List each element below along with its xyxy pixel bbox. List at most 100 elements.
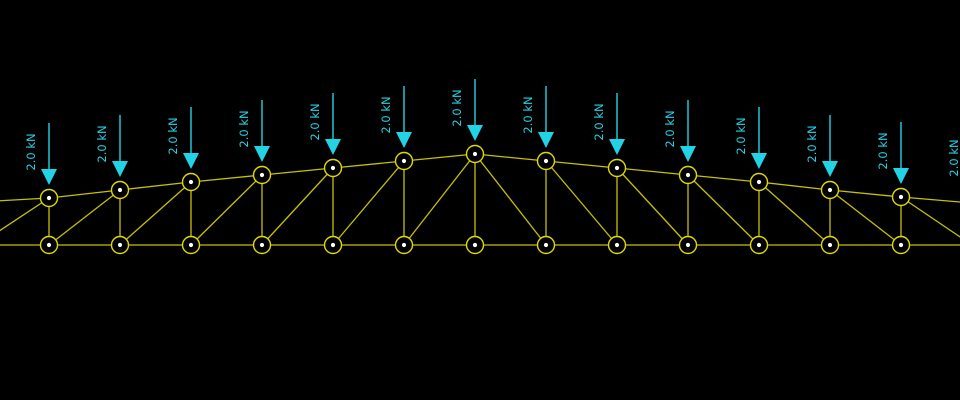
- top-chord-member[interactable]: [616, 167, 689, 176]
- node-center-dot: [259, 242, 265, 248]
- top-chord-node[interactable]: [110, 180, 130, 200]
- top-chord-member[interactable]: [261, 167, 334, 176]
- top-chord-member[interactable]: [758, 181, 831, 191]
- diagonal-member[interactable]: [48, 189, 121, 246]
- node-center-dot: [756, 179, 762, 185]
- node-center-dot: [756, 242, 762, 248]
- bottom-chord-node[interactable]: [181, 235, 201, 255]
- bottom-chord-node[interactable]: [820, 235, 840, 255]
- diagonal-member[interactable]: [900, 196, 960, 245]
- load-label: 2.0 kN: [663, 110, 677, 147]
- diagonal-member[interactable]: [829, 189, 902, 246]
- node-center-dot: [472, 242, 478, 248]
- load-arrow-head: [609, 139, 625, 155]
- diagonal-member[interactable]: [0, 197, 50, 245]
- top-chord-node[interactable]: [891, 187, 911, 207]
- diagonal-member[interactable]: [332, 160, 405, 246]
- point-load[interactable]: 2.0 kN: [734, 107, 767, 169]
- node-center-dot: [543, 158, 549, 164]
- diagonal-member[interactable]: [687, 174, 760, 246]
- load-label: 2.0 kN: [450, 89, 464, 126]
- top-chord-node[interactable]: [607, 158, 627, 178]
- load-arrow-head: [893, 168, 909, 184]
- top-chord-member[interactable]: [190, 174, 263, 183]
- diagonal-member[interactable]: [545, 160, 618, 246]
- top-chord-node[interactable]: [323, 158, 343, 178]
- load-label: 2.0 kN: [237, 110, 251, 147]
- node-center-dot: [827, 242, 833, 248]
- bottom-chord-node[interactable]: [891, 235, 911, 255]
- bottom-chord-node[interactable]: [678, 235, 698, 255]
- bottom-chord-node[interactable]: [110, 235, 130, 255]
- point-load[interactable]: 2.0 kN: [24, 123, 57, 185]
- node-center-dot: [685, 172, 691, 178]
- top-chord-node[interactable]: [465, 144, 485, 164]
- diagonal-member[interactable]: [261, 167, 334, 246]
- diagonal-member[interactable]: [758, 181, 831, 246]
- node-center-dot: [188, 179, 194, 185]
- point-load[interactable]: 2.0 kN: [95, 115, 128, 177]
- top-chord-node[interactable]: [181, 172, 201, 192]
- top-chord-member[interactable]: [48, 189, 121, 199]
- top-chord-member[interactable]: [900, 196, 960, 203]
- top-chord-member[interactable]: [829, 189, 902, 198]
- load-label: 2.0 kN: [24, 133, 38, 170]
- diagonal-member[interactable]: [190, 174, 263, 246]
- load-label: 2.0 kN: [592, 103, 606, 140]
- diagonal-member[interactable]: [119, 181, 192, 246]
- top-chord-node[interactable]: [394, 151, 414, 171]
- point-load[interactable]: 2.0 kN: [521, 86, 554, 148]
- point-load[interactable]: 2.0 kN: [592, 93, 625, 155]
- diagonal-member[interactable]: [616, 167, 689, 246]
- load-arrow-head: [183, 153, 199, 169]
- top-chord-member[interactable]: [403, 153, 476, 162]
- diagonal-member[interactable]: [474, 153, 547, 246]
- point-load[interactable]: 2.0 kN: [805, 115, 838, 177]
- top-chord-node[interactable]: [820, 180, 840, 200]
- truss-members: [0, 153, 960, 246]
- bottom-chord-node[interactable]: [39, 235, 59, 255]
- bottom-chord-node[interactable]: [323, 235, 343, 255]
- load-label: 2.0 kN: [521, 96, 535, 133]
- top-chord-member[interactable]: [0, 197, 50, 202]
- top-chord-node[interactable]: [39, 188, 59, 208]
- bottom-chord-node[interactable]: [252, 235, 272, 255]
- node-center-dot: [117, 187, 123, 193]
- top-chord-member[interactable]: [687, 174, 760, 183]
- node-center-dot: [401, 158, 407, 164]
- top-chord-node[interactable]: [536, 151, 556, 171]
- node-center-dot: [188, 242, 194, 248]
- top-chord-node[interactable]: [749, 172, 769, 192]
- node-center-dot: [46, 242, 52, 248]
- point-load[interactable]: 2.0 kN: [379, 86, 412, 148]
- point-load[interactable]: 2.0 kN: [876, 122, 909, 184]
- top-chord-member[interactable]: [474, 153, 547, 162]
- top-chord-member[interactable]: [119, 181, 192, 191]
- point-load[interactable]: 2.0 kN: [166, 107, 199, 169]
- bottom-chord-node[interactable]: [607, 235, 627, 255]
- point-load[interactable]: 2.0 kN: [237, 100, 270, 162]
- bottom-chord-node[interactable]: [536, 235, 556, 255]
- point-load[interactable]: 2.0 kN: [947, 129, 960, 191]
- node-center-dot: [614, 165, 620, 171]
- top-chord-member[interactable]: [332, 160, 405, 169]
- node-center-dot: [330, 165, 336, 171]
- node-center-dot: [685, 242, 691, 248]
- top-chord-member[interactable]: [545, 160, 618, 169]
- load-label: 2.0 kN: [805, 125, 819, 162]
- bottom-chord-node[interactable]: [465, 235, 485, 255]
- point-load[interactable]: 2.0 kN: [308, 93, 341, 155]
- diagonal-member[interactable]: [403, 153, 476, 246]
- point-load[interactable]: 2.0 kN: [450, 79, 483, 141]
- top-chord-node[interactable]: [678, 165, 698, 185]
- load-arrow-head: [751, 153, 767, 169]
- point-load[interactable]: 2.0 kN: [663, 100, 696, 162]
- load-arrow-head: [325, 139, 341, 155]
- load-arrow-head: [254, 146, 270, 162]
- load-arrow-head: [396, 132, 412, 148]
- load-label: 2.0 kN: [379, 96, 393, 133]
- top-chord-node[interactable]: [252, 165, 272, 185]
- bottom-chord-node[interactable]: [749, 235, 769, 255]
- bottom-chord-node[interactable]: [394, 235, 414, 255]
